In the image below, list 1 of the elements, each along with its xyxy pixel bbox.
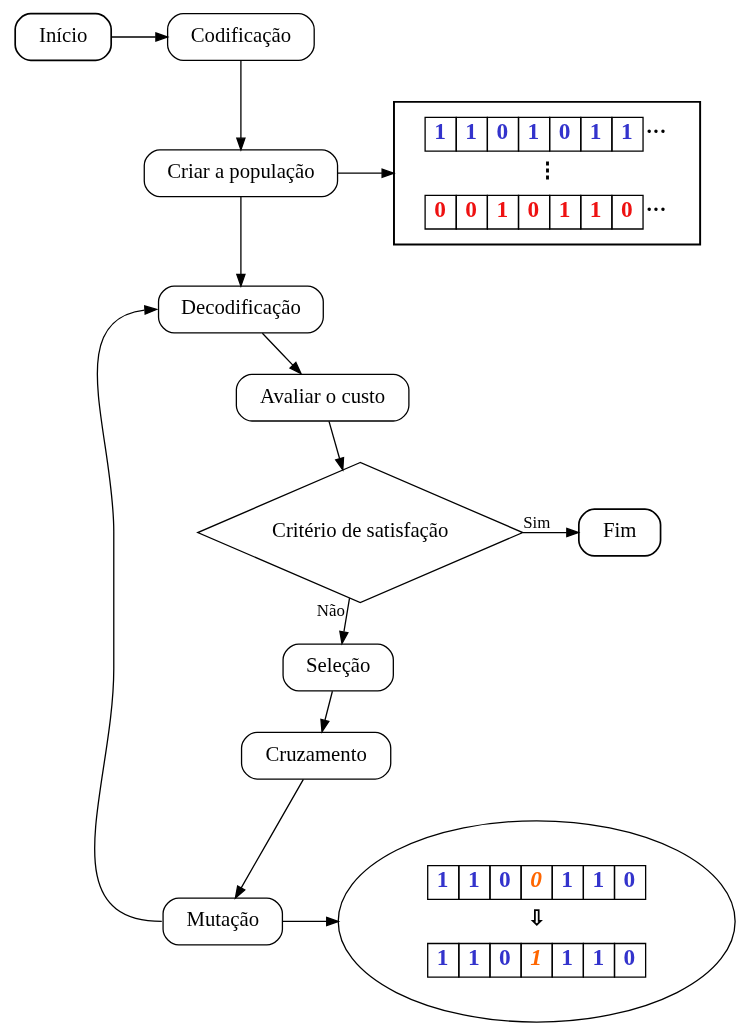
edge-label: Sim	[523, 512, 551, 532]
